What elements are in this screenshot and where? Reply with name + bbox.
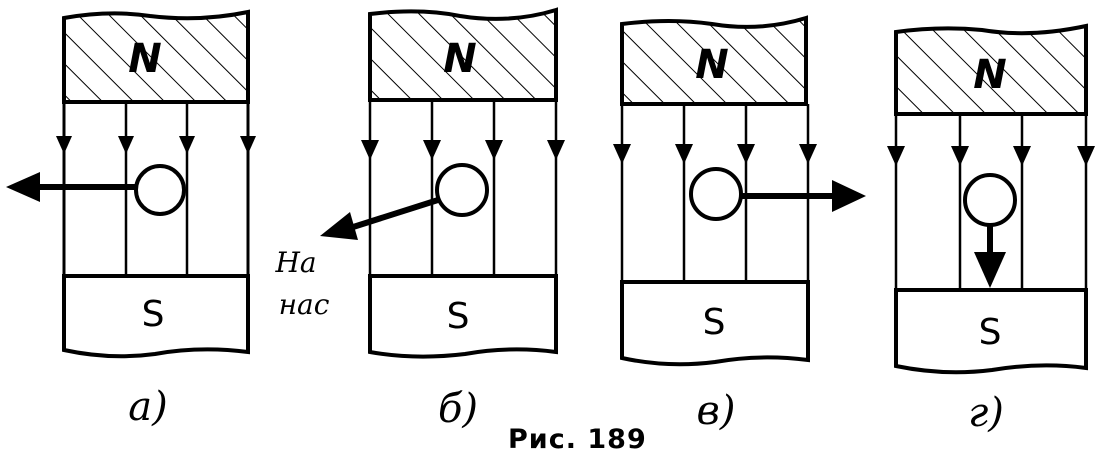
south-pole-label: S — [142, 294, 165, 335]
toward-viewer-note-line2: нас — [279, 288, 330, 321]
north-pole-label: N — [128, 36, 161, 82]
force-arrow — [320, 197, 439, 240]
north-pole-block — [368, 7, 558, 102]
force-arrow — [741, 180, 866, 212]
force-arrow — [6, 172, 136, 202]
panel-a: N S а) — [6, 9, 256, 430]
north-pole-label: N — [443, 36, 476, 82]
field-arrowheads — [56, 136, 256, 154]
south-pole-block — [368, 274, 558, 359]
panel-label: в) — [697, 388, 736, 434]
south-pole-block — [894, 288, 1088, 375]
north-pole-block — [894, 23, 1088, 116]
field-lines — [368, 100, 558, 276]
figure-caption: Рис. 189 — [508, 424, 647, 455]
south-pole-label: S — [703, 302, 726, 343]
panel-label: б) — [438, 386, 478, 432]
panel-b: N На нас S б) — [274, 7, 565, 432]
field-arrowheads — [613, 144, 817, 164]
field-arrowheads — [887, 146, 1095, 166]
north-pole-block — [62, 9, 250, 104]
north-pole-label: N — [695, 42, 728, 88]
south-pole-label: S — [979, 312, 1002, 353]
panel-c: N S в) — [613, 15, 866, 434]
toward-viewer-note-line1: На — [274, 246, 316, 279]
south-pole-block — [620, 280, 810, 367]
field-arrowheads — [361, 140, 565, 160]
panel-d: N S г) — [887, 23, 1095, 436]
force-arrow — [974, 225, 1006, 288]
north-pole-block — [620, 15, 808, 106]
panel-label: г) — [968, 390, 1004, 436]
north-pole-label: N — [973, 52, 1006, 98]
conductor-circle — [963, 173, 1017, 227]
conductor-circle — [689, 167, 743, 221]
conductor-circle — [435, 163, 489, 217]
panel-label: а) — [128, 384, 167, 430]
field-lines — [894, 114, 1088, 290]
south-pole-label: S — [447, 296, 470, 337]
conductor-circle — [134, 164, 186, 216]
south-pole-block — [62, 274, 250, 359]
